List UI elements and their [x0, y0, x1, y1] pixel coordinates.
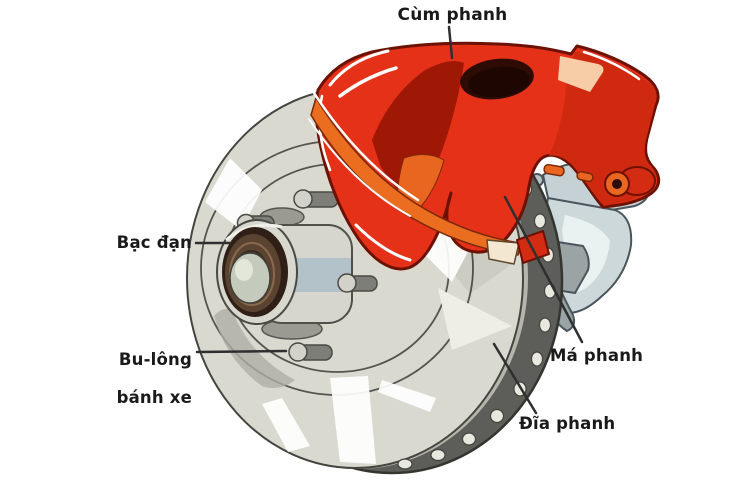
- brake-pad-edge-shape: [308, 91, 522, 256]
- brake-caliper-shape: [308, 41, 661, 271]
- label-wheel-bolt-line2: bánh xe: [116, 388, 192, 407]
- wheel-hub-shape: [216, 189, 378, 362]
- label-wheel-bolt: Bu-lông bánh xe: [85, 331, 192, 426]
- label-bearing: Bạc đạn: [116, 233, 192, 252]
- leader-lines: [194, 25, 584, 415]
- disc-pale-patch: [438, 288, 512, 350]
- wheel-stud: [288, 273, 378, 362]
- bearing-shape: [216, 219, 298, 325]
- label-wheel-bolt-line1: Bu-lông: [118, 350, 192, 369]
- label-brake-pad: Má phanh: [550, 346, 644, 365]
- label-caliper: Cùm phanh: [397, 5, 508, 25]
- label-brake-disc: Đĩa phanh: [519, 414, 616, 433]
